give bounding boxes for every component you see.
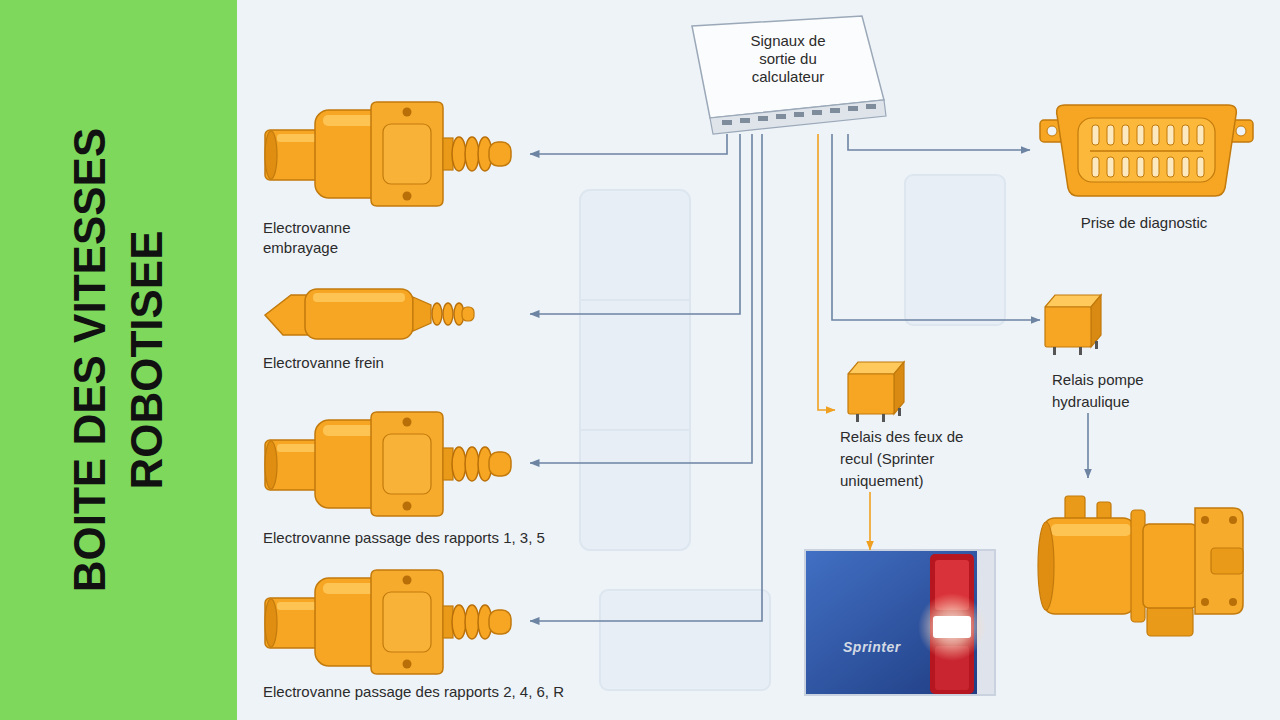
reverse-light-relay-icon: [848, 362, 904, 422]
hydraulic-pump-illustration: [1038, 496, 1243, 636]
node-label: Sprinter: [843, 638, 995, 656]
pump-relay-icon: [1045, 295, 1101, 355]
signal-arrow: [530, 134, 727, 154]
ecu-illustration: [692, 16, 886, 134]
gear-135-solenoid: [265, 412, 511, 516]
relay: Relais pompe hydraulique: [1040, 295, 1175, 413]
diagnostic-socket: Prise de diagnostic: [1030, 100, 1258, 200]
signal-arrow: [848, 134, 1030, 150]
tail-light-photo: Sprinter: [805, 550, 995, 695]
gear-246r-solenoid: [265, 570, 511, 674]
node-label: Electrovanne embrayage: [263, 218, 383, 258]
signal-arrow: [869, 492, 871, 550]
brake-solenoid: [265, 289, 474, 339]
node-label: Relais des feux de recul (Sprinter uniqu…: [840, 426, 977, 492]
node-label: Signaux de sortie du calculateur: [738, 32, 838, 86]
sprinter-tail-light-photo: [805, 550, 995, 695]
hydraulic-pump: [1035, 478, 1247, 650]
relay: Relais des feux de recul (Sprinter uniqu…: [835, 362, 977, 492]
node-label: Electrovanne passage des rapports 1, 3, …: [263, 528, 545, 548]
clutch-solenoid: [265, 102, 511, 206]
node-label: Electrovanne passage des rapports 2, 4, …: [263, 682, 564, 702]
solenoid-valve: Electrovanne embrayage: [262, 100, 530, 208]
title-band: [0, 0, 237, 720]
signal-arrow: [818, 134, 835, 410]
title-text: BOITE DES VITESSES ROBOTISEE: [61, 60, 175, 660]
signal-arrow: [530, 134, 762, 621]
ghost-engine-sketch: [580, 175, 1005, 690]
signal-arrow: [530, 134, 740, 314]
solenoid-valve: Electrovanne passage des rapports 1, 3, …: [262, 408, 530, 518]
signal-arrow: [530, 134, 752, 463]
solenoid-valve: Electrovanne frein: [262, 285, 530, 343]
signal-arrow: [1087, 413, 1089, 478]
signal-arrow: [832, 134, 1040, 320]
node-label: Prise de diagnostic: [1030, 213, 1258, 233]
node-label: Relais pompe hydraulique: [1052, 369, 1175, 413]
background: [237, 0, 1280, 720]
node-label: Electrovanne frein: [263, 353, 384, 373]
ecu-box: Signaux de sortie du calculateur: [690, 22, 886, 134]
diagnostic-socket-illustration: [1040, 105, 1253, 196]
solenoid-valve: Electrovanne passage des rapports 2, 4, …: [262, 568, 530, 674]
